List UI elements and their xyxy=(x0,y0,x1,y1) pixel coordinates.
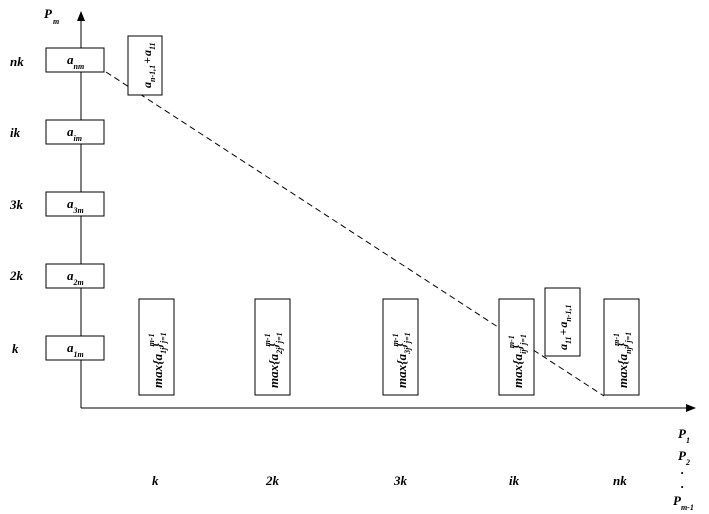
y-tick-label: 3k xyxy=(9,197,24,212)
svg-text:a2m: a2m xyxy=(67,268,84,287)
svg-text:anm: anm xyxy=(67,52,84,71)
svg-text:max{a1j}j=1m-1: max{a1j}j=1m-1 xyxy=(147,332,168,388)
x-tick-label: k xyxy=(152,473,159,488)
svg-text:max{aij}j=1m-1: max{aij}j=1m-1 xyxy=(507,334,528,388)
x-tick-label: nk xyxy=(613,473,627,488)
max-box-1: max{a1j}j=1m-1 xyxy=(138,298,175,396)
svg-text:aim: aim xyxy=(67,124,82,143)
max-box-3: max{a3j}j=1m-1 xyxy=(382,298,419,396)
x-axis-label: Pm-1 xyxy=(673,493,694,512)
x-axis-label: P1 xyxy=(678,426,690,445)
x-tick-label: 3k xyxy=(393,473,408,488)
x-tick-label: 2k xyxy=(265,473,280,488)
svg-text:a11+an-1,1: a11+an-1,1 xyxy=(556,304,573,350)
svg-text:a3m: a3m xyxy=(67,196,84,215)
y-box-a2m: a2m xyxy=(45,263,105,289)
y-tick-label: k xyxy=(12,341,19,356)
y-box-a3m: a3m xyxy=(45,191,105,217)
x-tick-label: ik xyxy=(509,473,520,488)
max-box-4: max{aij}j=1m-1 xyxy=(498,298,535,396)
x-axis-label: P2 xyxy=(678,448,690,467)
y-box-aim: aim xyxy=(45,119,105,145)
svg-text:a1m: a1m xyxy=(67,340,84,359)
y-tick-label: ik xyxy=(10,125,21,140)
y-box-a1m: a1m xyxy=(45,335,105,361)
y-box-anm: anm xyxy=(45,47,105,73)
svg-text:max{a2j}j=1m-1: max{a2j}j=1m-1 xyxy=(263,332,284,388)
x-axis-label-dot: . xyxy=(681,476,684,491)
sum-box-top: an-1,1+a11 xyxy=(127,35,163,96)
max-box-5: max{anj}j=1m-1 xyxy=(603,298,640,396)
svg-text:max{anj}j=1m-1: max{anj}j=1m-1 xyxy=(612,332,633,388)
y-tick-label: 2k xyxy=(9,268,24,283)
sum-box-bottom: a11+an-1,1 xyxy=(544,287,581,357)
y-tick-label: nk xyxy=(10,54,24,69)
svg-text:max{a3j}j=1m-1: max{a3j}j=1m-1 xyxy=(391,332,412,388)
y-axis-label: Pm xyxy=(44,6,59,26)
x-axis-label-dot: . xyxy=(681,462,684,477)
max-box-2: max{a2j}j=1m-1 xyxy=(254,298,291,396)
svg-text:an-1,1+a11: an-1,1+a11 xyxy=(140,42,157,88)
